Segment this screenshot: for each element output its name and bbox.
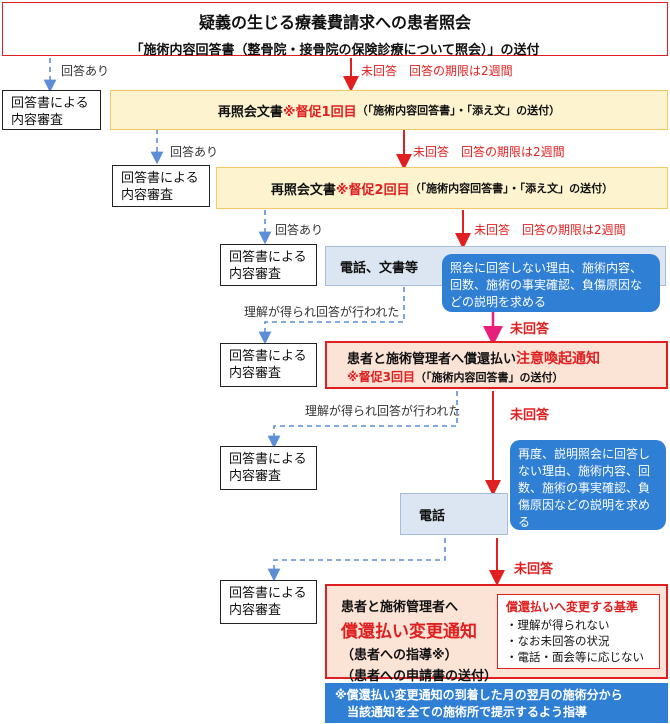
final-line1: 患者と施術管理者へ: [341, 600, 459, 615]
label-answered-3: 回答あり: [275, 223, 324, 237]
arrow-blue-4: [258, 287, 405, 345]
reinquiry-box-2: 再照会文書※督促2回目（「施術内容回答書」・「添え文」の送付）: [216, 167, 668, 209]
phone-documents-label: 電話、文書等: [340, 260, 419, 276]
review-box-6: 回答書による 内容審査: [220, 580, 317, 624]
criteria-item: ・理解が得られない: [506, 618, 610, 632]
caution-notice-suffix: （「施術内容回答書」の送付）: [415, 371, 564, 384]
label-unanswered-3: 未回答: [514, 562, 554, 577]
phone-label: 電話: [419, 508, 446, 524]
reinquiry-1-prefix: 再照会文書: [217, 104, 283, 120]
reinquiry-2-prefix: 再照会文書: [270, 182, 336, 198]
criteria-title: 償還払いへ変更する基準: [506, 600, 639, 614]
final-line4: （患者への申請書の送付）: [341, 669, 498, 684]
callout-explanation-1: 照会に回答しない理由、施術内容、回数、施術の事実確認、負傷原因などの説明を求める: [442, 254, 660, 312]
review-box-3: 回答書による 内容審査: [220, 244, 317, 286]
review-box-2: 回答書による 内容審査: [112, 165, 210, 207]
reinquiry-box-1: 再照会文書※督促1回目（「施術内容回答書」・「添え文」の送付）: [110, 90, 668, 130]
criteria-item: ・電話・面会等に応じない: [506, 650, 644, 664]
footnote-box: ※償還払い変更通知の到着した月の翌月の施術分から 当該通知を全ての施術所で提示す…: [325, 683, 668, 723]
label-answered-1: 回答あり: [61, 64, 110, 78]
criteria-box: 償還払いへ変更する基準 ・理解が得られない ・なお未回答の状況 ・電話・面会等に…: [497, 594, 660, 669]
reinquiry-2-suffix: （「施術内容回答書」・「添え文」の送付）: [409, 182, 614, 195]
caution-notice-box: 患者と施術管理者へ償還払い注意喚起通知 ※督促3回目（「施術内容回答書」の送付）: [325, 341, 668, 389]
title-sub: 「施術内容回答書（整骨院・接骨院の保険診療について照会）」の送付: [130, 43, 540, 58]
review-box-4: 回答書による 内容審査: [220, 343, 317, 387]
phone-box: 電話: [400, 493, 508, 535]
caution-notice-prefix: 患者と施術管理者へ償還払い: [347, 352, 517, 367]
label-unanswered-2: 未回答: [510, 408, 550, 423]
review-box-5: 回答書による 内容審査: [220, 446, 317, 490]
caution-notice-line2: ※督促3回目（「施術内容回答書」の送付）: [347, 368, 666, 385]
reminder-2-mark: ※督促2回目: [335, 182, 410, 198]
label-answered-2: 回答あり: [170, 145, 219, 159]
final-line3: （患者への指導※）: [341, 648, 458, 663]
label-understood-2: 理解が得られ回答が行われた: [305, 404, 461, 418]
reinquiry-1-suffix: （「施術内容回答書」・「添え文」の送付）: [356, 104, 561, 117]
label-unanswered-deadline-3: 未回答 回答の期限は2週間: [474, 223, 626, 237]
label-understood-1: 理解が得られ回答が行われた: [244, 305, 400, 319]
caution-notice-title: 注意喚起通知: [516, 351, 601, 367]
criteria-item: ・なお未回答の状況: [506, 634, 610, 648]
final-title: 償還払い変更通知: [341, 622, 477, 642]
reminder-1-mark: ※督促1回目: [282, 104, 357, 120]
title-box: 疑義の生じる療養費請求への患者照会 「施術内容回答書（整骨院・接骨院の保険診療に…: [2, 2, 668, 58]
arrow-blue-5: [267, 391, 458, 449]
callout-explanation-2: 再度、説明照会に回答しない理由、施術内容、回数、施術の事実確認、負傷原因などの説…: [510, 440, 666, 530]
arrow-blue-6: [267, 538, 446, 582]
reminder-3-mark: ※督促3回目: [347, 370, 416, 384]
label-unanswered-deadline-2: 未回答 回答の期限は2週間: [413, 145, 565, 159]
caution-notice-line1: 患者と施術管理者へ償還払い注意喚起通知: [347, 348, 666, 368]
label-unanswered-deadline-1: 未回答 回答の期限は2週間: [361, 64, 513, 78]
title-main: 疑義の生じる療養費請求への患者照会: [198, 13, 471, 32]
review-box-1: 回答書による 内容審査: [2, 90, 101, 130]
label-unanswered-1: 未回答: [510, 322, 550, 337]
